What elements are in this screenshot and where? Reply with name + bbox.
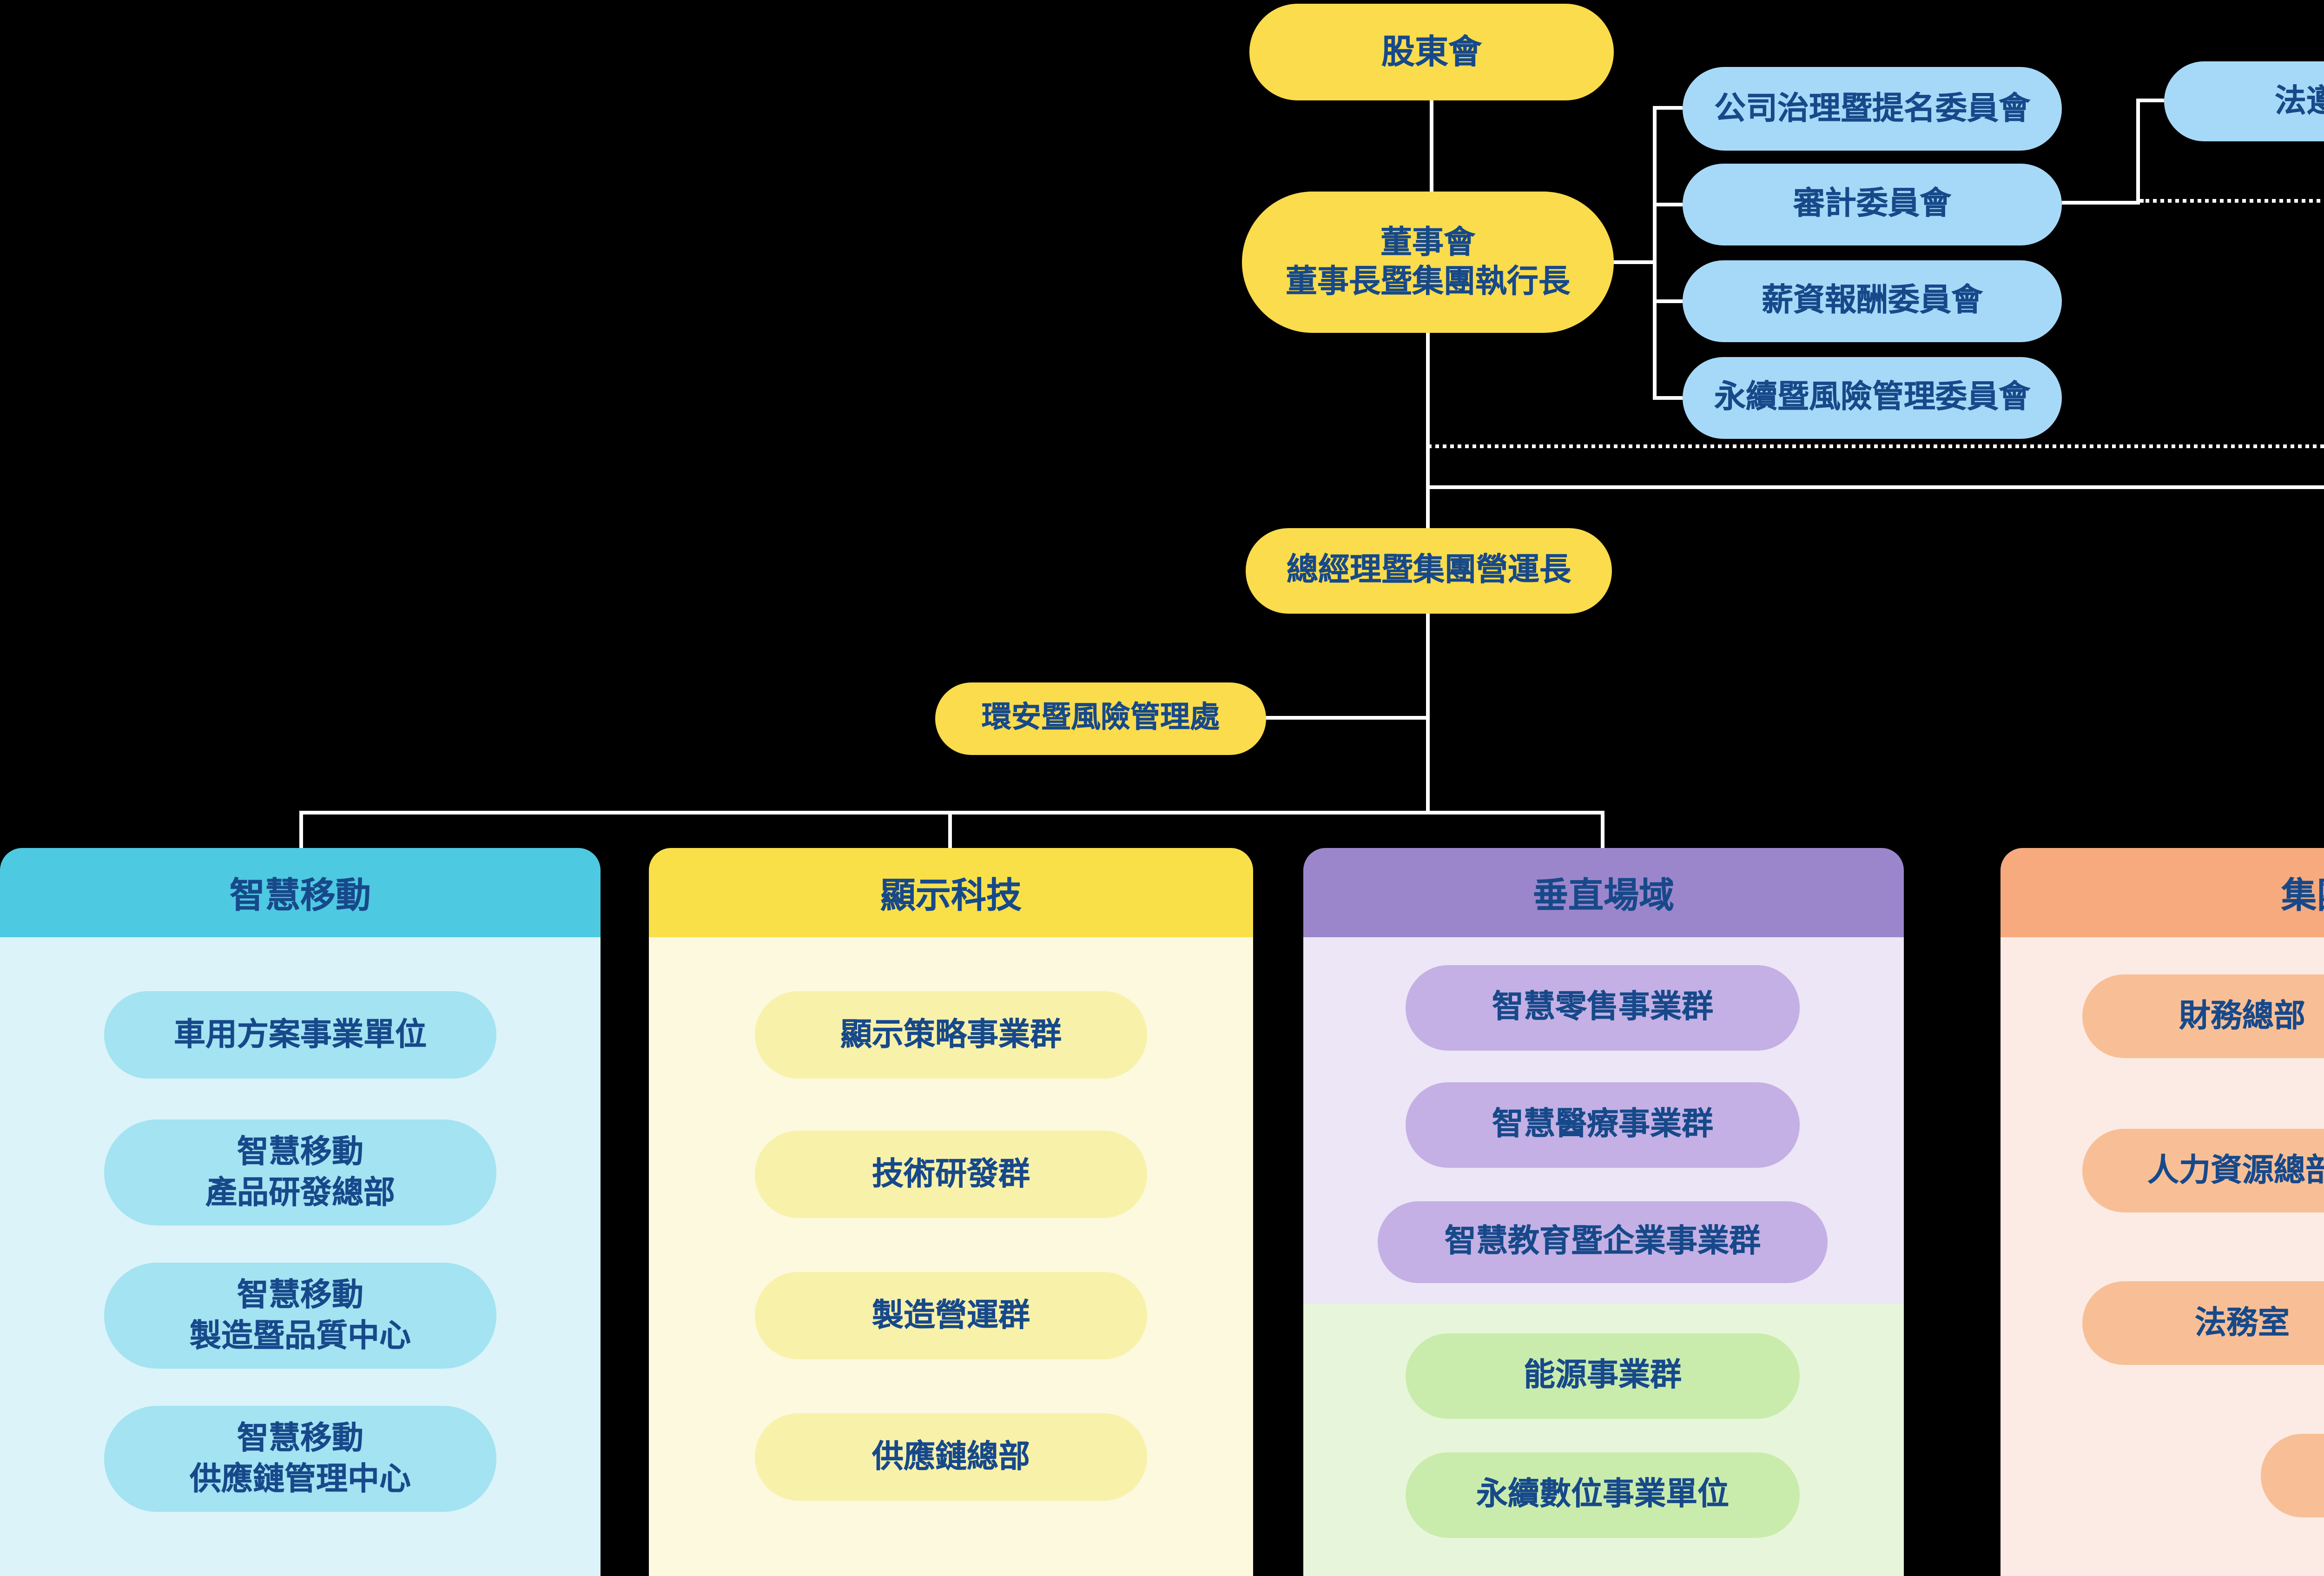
connector-riser-vertical (2136, 99, 2140, 205)
org-unit-energy: 能源事業群 (1406, 1333, 1800, 1419)
org-unit-smart-healthcare: 智慧醫療事業群 (1406, 1082, 1800, 1168)
connector-riser-compliance (2136, 99, 2164, 102)
node-shareholders: 股東會 (1249, 4, 1614, 100)
node-ehs-risk-division: 環安暨風險管理處 (935, 682, 1266, 755)
org-unit-automotive-solutions: 車用方案事業單位 (104, 991, 496, 1079)
committee-compensation: 薪資報酬委員會 (1683, 260, 2062, 342)
connector-shareholders-board (1430, 100, 1433, 193)
connector-committee-3 (1657, 299, 1683, 303)
dotted-audit-right (2140, 199, 2324, 203)
node-board: 董事會 董事長暨集團執行長 (1242, 192, 1614, 333)
connector-ehs-stub (1264, 716, 1428, 720)
org-unit-mfg-operations: 製造營運群 (755, 1272, 1147, 1359)
committee-governance-nomination: 公司治理暨提名委員會 (1683, 67, 2062, 151)
org-unit-mobility-rd: 智慧移動 產品研發總部 (104, 1119, 496, 1225)
connector-drop-mobility (299, 811, 303, 850)
org-unit-smart-education-enterprise: 智慧教育暨企業事業群 (1378, 1201, 1828, 1283)
node-chief-compliance-counsel: 法遵總顧問 (2164, 61, 2324, 141)
connector-divisions-bar (299, 811, 1604, 814)
org-unit-display-strategy: 顯示策略事業群 (755, 991, 1147, 1079)
org-unit-tech-rd: 技術研發群 (755, 1131, 1147, 1218)
org-unit-sustainable-digital: 永續數位事業單位 (1406, 1452, 1800, 1538)
connector-committee-2 (1657, 203, 1683, 206)
connector-committee-bracket (1653, 106, 1657, 400)
connector-committee-4 (1657, 396, 1683, 400)
connector-drop-display (948, 811, 952, 850)
org-unit-smart-retail: 智慧零售事業群 (1406, 965, 1800, 1051)
division-smart-mobility-title: 智慧移動 (0, 848, 601, 937)
connector-drop-vertical (1601, 811, 1604, 850)
division-display-tech-title: 顯示科技 (649, 848, 1253, 937)
connector-support-branch-h (1426, 485, 2324, 489)
org-unit-hr-hq: 人力資源總部 (2082, 1129, 2324, 1212)
connector-audit-riser (2062, 201, 2140, 205)
org-unit-mobility-mfg-quality: 智慧移動 製造暨品質中心 (104, 1263, 496, 1369)
org-unit-mobility-supply-chain: 智慧移動 供應鏈管理中心 (104, 1406, 496, 1512)
connector-committee-1 (1657, 106, 1683, 110)
org-unit-legal-office: 法務室 (2082, 1281, 2324, 1365)
org-unit-finance-hq: 財務總部 (2082, 974, 2324, 1058)
org-unit-audit-office: 稽核管理處 (2261, 1434, 2324, 1517)
org-unit-supply-chain-hq: 供應鏈總部 (755, 1413, 1147, 1501)
dotted-compliance-to-board-line (1428, 444, 2324, 448)
committee-sustainability-risk: 永續暨風險管理委員會 (1683, 357, 2062, 439)
division-support-units-title: 集團營運支援單位 (2000, 848, 2324, 937)
connector-board-bracket (1614, 260, 1655, 264)
node-president-coo: 總經理暨集團營運長 (1246, 528, 1612, 614)
committee-audit: 審計委員會 (1683, 164, 2062, 245)
division-vertical-solutions-title: 垂直場域 (1303, 848, 1904, 937)
